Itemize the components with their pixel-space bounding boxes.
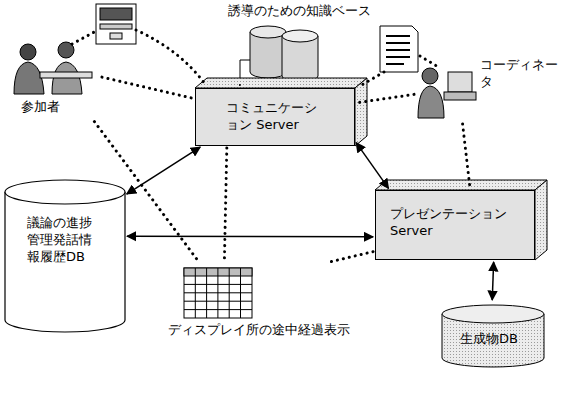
coordinator-figure	[418, 68, 476, 118]
node-label: 誘導のための知識ベース	[228, 2, 374, 19]
knowledge-base: 誘導のための知識ベース	[225, 2, 375, 82]
coordinator: コーディネータ	[416, 56, 568, 122]
node-label: コミュニケーション Server	[226, 99, 318, 133]
database-cylinder	[5, 180, 125, 332]
display-icon: ディスプレイ所の途中経過表示	[166, 262, 360, 341]
participants-figure	[14, 42, 92, 94]
server-3d-faces	[195, 78, 547, 260]
dotted-connector	[102, 77, 193, 98]
arrow-connector	[127, 236, 373, 238]
database-cylinder	[442, 305, 544, 367]
display-grid-icon	[184, 268, 252, 318]
arrow-connector	[356, 143, 388, 189]
node-label: ディスプレイ所の途中経過表示	[168, 321, 358, 338]
dotted-connector	[331, 252, 373, 262]
node-label: プレゼンテーション Server	[390, 205, 514, 239]
process-box: コミュニケーション Server	[195, 88, 355, 146]
database: 生成物DB	[440, 302, 546, 372]
dotted-link	[72, 30, 440, 86]
document-icon	[380, 26, 418, 72]
document-icon	[96, 4, 136, 44]
arrow-connector	[239, 84, 241, 86]
participant: 参加者	[5, 38, 100, 120]
process-box: プレゼンテーション Server	[375, 190, 535, 260]
dotted-connector	[357, 94, 414, 102]
arrow-connector	[492, 262, 493, 300]
dotted-connector	[224, 148, 226, 260]
node-label: 議論の進捗管理発話情報履歴DB	[27, 214, 95, 265]
database: 議論の進捗管理発話情報履歴DB	[5, 180, 125, 332]
dotted-connector	[94, 122, 197, 261]
node-label: 生成物DB	[460, 330, 540, 347]
arrow-connector	[127, 147, 201, 194]
node-label: 参加者	[21, 98, 81, 115]
dotted-connector	[463, 124, 470, 188]
node-label: コーディネータ	[480, 56, 566, 90]
